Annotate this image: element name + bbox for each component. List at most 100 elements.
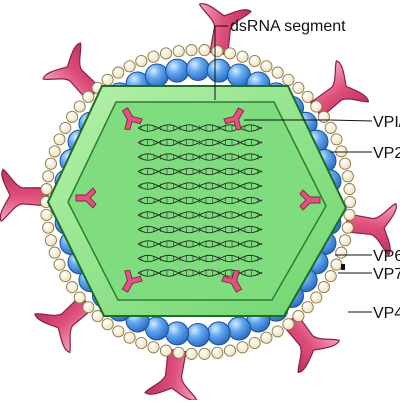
dsrna-helix-icon [137,254,263,263]
dsrna-helix-icon [137,182,263,190]
vp7-bead [42,221,55,234]
vp4-spike-icon [144,348,198,401]
vp7-bead [271,66,284,79]
vp7-bead [185,347,198,360]
vp7-bead [282,318,295,331]
vp7-bead [223,344,237,357]
label-vp1: VPI/ [373,114,400,131]
vp7-bead [135,336,148,350]
vp7-bead [236,341,249,354]
vp1-polymerase-icon [299,189,321,211]
vp7-bead [135,54,148,68]
vp6-bead [227,316,252,341]
vp7-bead [198,347,211,360]
vp7-bead [292,310,305,323]
leader-vp1 [244,119,373,122]
dsrna-helix-icon [137,211,263,219]
vp7-bead [73,100,86,113]
vp7-bead [335,145,348,158]
vp4-spike-icon [282,313,340,374]
vp7-bead [42,170,55,183]
vp4-spike-icon [309,60,370,118]
vp7-bead [248,54,261,68]
vp7-bead [172,45,185,58]
vp7-bead [341,221,354,234]
vp7-bead [40,183,53,196]
vp6-bead [186,57,210,81]
vp7-bead [260,331,273,344]
vp7-bead [339,234,352,247]
vp7-bead [159,344,173,357]
vp7-bead [82,90,95,103]
vp7-bead [330,133,343,146]
vp7-bead [317,110,330,123]
vp6-bead [186,323,210,347]
leader-lines [214,25,373,313]
vp6-bead [144,63,169,88]
vp7-bead [310,100,323,113]
vp7-bead [248,336,261,350]
vp1-polymerase-icon [75,187,97,209]
vp4-spikes [0,3,397,401]
vp7-bead [282,73,295,86]
vp7-bead [185,44,198,57]
vp7-bead [82,301,95,314]
dsrna-helix-icon [137,153,263,161]
vp7-bead [112,325,125,338]
vp7-bead [147,50,160,63]
vp7-bead [73,291,86,304]
vp1-polymerase-icon [223,107,245,131]
label-vp4: VP4 [373,305,400,322]
vp7-bead [101,73,114,86]
vp7-bead [66,281,79,294]
vp7-bead [271,325,284,338]
dsrna-helix-icon [137,196,263,205]
vp7-bead [339,157,352,170]
vp2-core-inner [67,101,327,301]
vp1-polymerase-icon [221,269,243,293]
vp6-bead [206,321,231,346]
vp7-bead [343,195,357,209]
label-vp6: VP6 [373,248,400,265]
dsrna-helix-icon [137,167,263,176]
vp7-bead [147,341,160,354]
dsrna-helix-icon [137,138,263,147]
vp7-bead [341,170,354,183]
vp7-bead [236,50,249,63]
label-vp2: VP2 [373,145,400,162]
vp7-bead [301,301,314,314]
vp7-marker-dot [341,264,345,270]
vp7-bead [53,133,66,146]
label-vp7: VP7 [373,266,400,283]
vp6-bead [165,321,190,346]
vp7-bead [48,246,61,259]
dsrna-segments [137,124,263,277]
vp4-spike-icon [0,168,50,222]
vp7-bead [123,331,136,344]
vp4-spike-icon [344,202,397,256]
vp7-bead [172,346,185,359]
vp1-polymerase-icon [121,107,143,131]
vp7-bead [301,90,314,103]
vp7-bead [112,66,125,79]
vp7-bead [260,60,273,73]
vp7-bead [48,145,61,158]
vp7-bead [330,258,343,271]
vp7-bead [343,208,356,221]
vp7-outer-layer [39,44,357,360]
dsrna-helix-icon [137,225,263,234]
vp7-bead [101,318,114,331]
vp7-bead [211,346,224,359]
vp7-bead [211,45,224,58]
vp7-bead [335,246,348,259]
vp7-bead [123,60,136,73]
vp7-bead [59,270,72,283]
vp4-spike-icon [198,3,252,56]
vp7-bead [310,291,323,304]
vp7-bead [59,121,72,134]
vp7-bead [223,47,237,60]
vp7-bead [317,281,330,294]
vp7-bead [44,234,57,247]
